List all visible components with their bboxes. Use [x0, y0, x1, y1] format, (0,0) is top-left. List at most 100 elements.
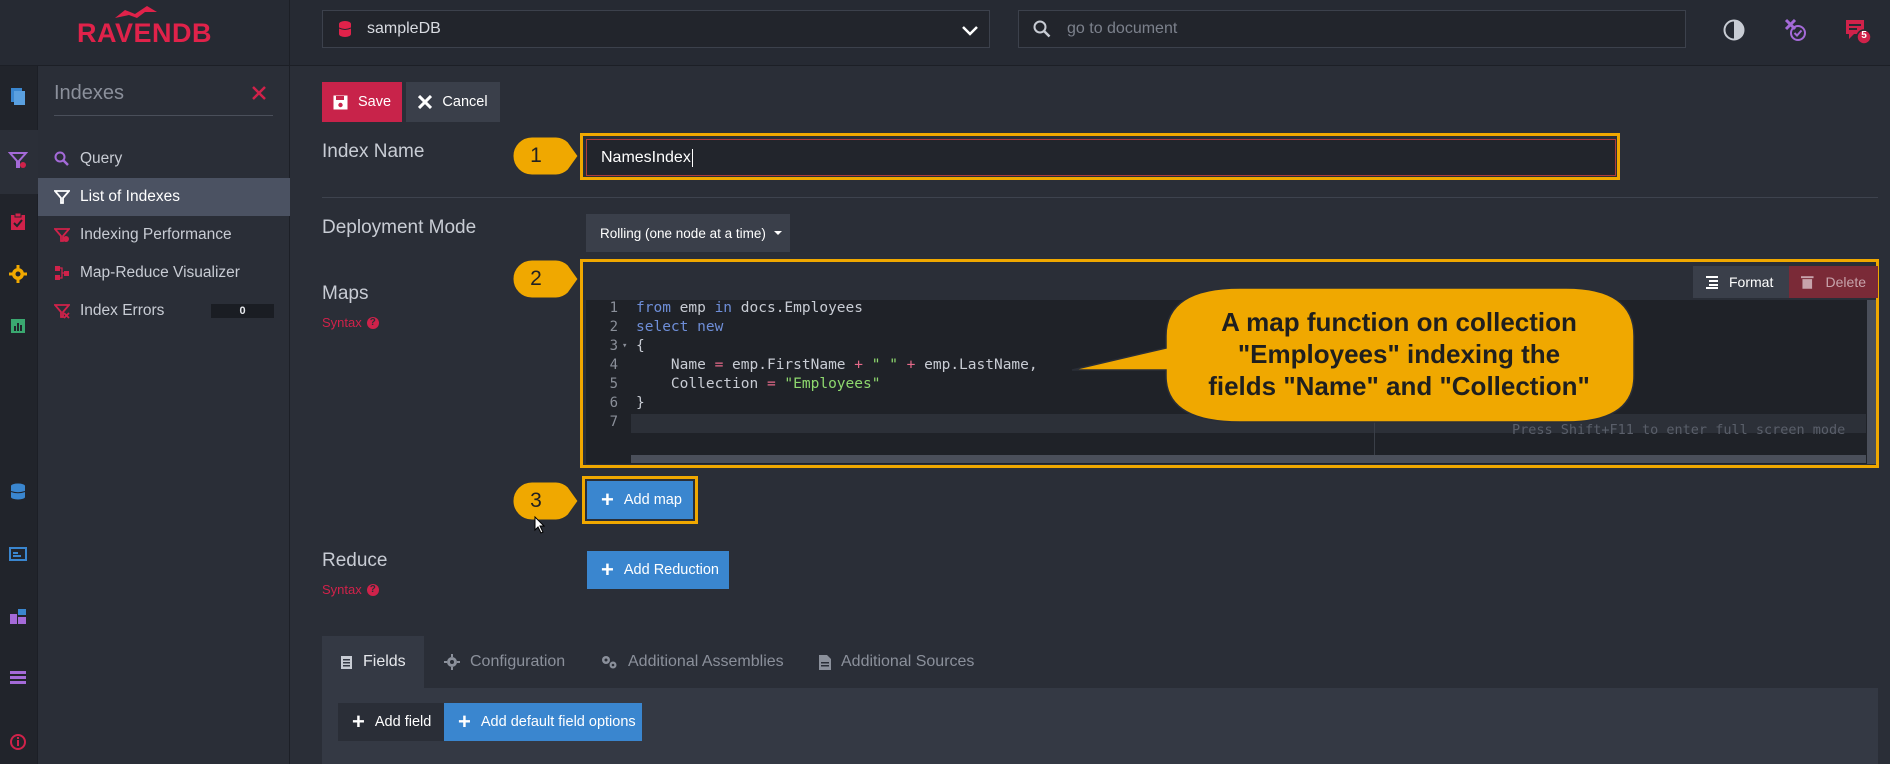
format-button[interactable]: Format: [1693, 266, 1789, 298]
callout-step-1: 1: [512, 136, 578, 176]
plus-icon: +: [601, 557, 614, 582]
tab-label: Fields: [363, 653, 406, 670]
notifications-button[interactable]: 5: [1844, 17, 1872, 45]
add-default-field-options-button[interactable]: + Add default field options: [444, 703, 642, 741]
map-reduce-icon: [55, 266, 69, 280]
submenu-item-label: Query: [80, 150, 123, 167]
logo-text: RAVENDB: [76, 17, 212, 48]
index-name-value: NamesIndex: [601, 148, 691, 166]
mouse-pointer-icon: [534, 516, 546, 534]
cluster-icon[interactable]: [8, 606, 28, 626]
top-bar: RAVENDB sampleDB go to document: [0, 0, 1890, 66]
callout-bubble-text: A map function on collection "Employees"…: [1166, 306, 1632, 402]
line-number: 5: [609, 376, 618, 392]
bubble-line: fields "Name" and "Collection": [1208, 371, 1590, 401]
add-reduction-button[interactable]: + Add Reduction: [587, 551, 729, 589]
deployment-mode-dropdown[interactable]: Rolling (one node at a time): [586, 214, 790, 252]
index-name-input[interactable]: NamesIndex: [586, 139, 1616, 176]
submenu-divider: [54, 115, 273, 116]
save-button[interactable]: Save: [322, 82, 402, 122]
gears-icon: [602, 656, 617, 669]
horizontal-scrollbar[interactable]: [631, 455, 1866, 463]
search-icon: [54, 151, 69, 166]
list-icon: [341, 655, 352, 669]
deployment-mode-label: Deployment Mode: [322, 217, 477, 238]
code-line-5: Collection = "Employees": [636, 376, 881, 392]
highlight-map-editor: [580, 259, 1879, 468]
stats-icon[interactable]: [8, 316, 28, 336]
tab-label: Additional Assemblies: [628, 653, 784, 670]
add-field-button[interactable]: + Add field: [338, 703, 444, 741]
submenu-item-list-of-indexes[interactable]: List of Indexes: [38, 178, 290, 216]
reduce-syntax-link[interactable]: Syntax ?: [322, 582, 379, 597]
submenu-item-index-errors[interactable]: Index Errors 0: [38, 292, 290, 330]
plus-icon: +: [352, 709, 365, 734]
server-dashboard-icon[interactable]: [8, 544, 28, 564]
notification-icon: [1846, 20, 1872, 45]
add-map-label: Add map: [623, 492, 682, 508]
delete-map-button[interactable]: Delete: [1789, 266, 1878, 298]
fold-arrow-icon[interactable]: ▾: [622, 341, 628, 351]
about-info-icon[interactable]: [8, 732, 28, 752]
submenu-item-label: Index Errors: [80, 302, 165, 319]
text-cursor: [691, 148, 693, 167]
caret-down-icon: [773, 231, 782, 235]
index-settings-tabs: [322, 636, 1878, 688]
manage-server-icon[interactable]: [8, 668, 28, 688]
code-line-2: select new: [636, 319, 724, 335]
tab-configuration[interactable]: Configuration: [426, 636, 583, 688]
submenu-item-query[interactable]: Query: [38, 140, 290, 178]
maps-syntax-link[interactable]: Syntax ?: [322, 315, 379, 330]
editor-gutter: 1 2 3 ▾ 4 5 6 7: [586, 300, 631, 464]
tab-additional-assemblies[interactable]: Additional Assemblies: [582, 636, 802, 688]
add-field-label: Add field: [374, 714, 432, 730]
save-icon: [333, 95, 348, 109]
fullscreen-hint: Press Shift+F11 to enter full screen mod…: [1512, 422, 1846, 438]
indexes-submenu: Indexes Query List of Indexes Indexing P…: [38, 66, 290, 764]
documents-icon[interactable]: [8, 86, 28, 106]
submenu-title: Indexes: [54, 82, 125, 104]
file-icon: [819, 654, 831, 670]
submenu-item-label: Map-Reduce Visualizer: [80, 264, 240, 281]
tab-additional-sources[interactable]: Additional Sources: [801, 636, 992, 688]
submenu-item-map-reduce-visualizer[interactable]: Map-Reduce Visualizer: [38, 254, 290, 292]
code-line-1: from emp in docs.Employees: [636, 300, 863, 316]
help-icon: ?: [366, 583, 379, 596]
callout-speech-bubble: [1071, 287, 1635, 423]
cancel-label: Cancel: [442, 94, 488, 110]
add-reduction-label: Add Reduction: [623, 562, 719, 578]
vertical-scrollbar[interactable]: [1867, 300, 1876, 464]
submenu-item-indexing-performance[interactable]: Indexing Performance: [38, 216, 290, 254]
cancel-button[interactable]: Cancel: [406, 82, 500, 122]
callout-number: 1: [530, 144, 542, 167]
line-number: 3: [609, 338, 618, 354]
logo-area[interactable]: RAVENDB: [0, 0, 290, 66]
syntax-label: Syntax: [322, 582, 362, 597]
add-map-button[interactable]: + Add map: [587, 481, 693, 519]
cluster-status-icon[interactable]: [1782, 17, 1808, 43]
theme-toggle-icon[interactable]: [1721, 17, 1747, 43]
go-to-document-search[interactable]: go to document: [1018, 10, 1686, 48]
save-label: Save: [357, 94, 392, 110]
highlight-index-name: [580, 133, 1620, 180]
callout-number: 3: [530, 489, 542, 512]
tasks-icon[interactable]: [8, 212, 28, 232]
search-placeholder: go to document: [1067, 20, 1178, 37]
search-icon: [1033, 20, 1051, 38]
database-select[interactable]: sampleDB: [322, 10, 990, 48]
line-number: 1: [609, 300, 618, 316]
close-icon[interactable]: [251, 85, 267, 101]
trash-icon: [1801, 276, 1814, 289]
tab-fields[interactable]: Fields: [322, 636, 424, 688]
index-name-label: Index Name: [322, 141, 425, 162]
callout-marker-shape: [512, 259, 578, 299]
section-divider: [322, 197, 1878, 198]
settings-gear-icon[interactable]: [8, 264, 28, 284]
chevron-down-icon: [962, 26, 978, 36]
gear-icon: [444, 654, 460, 670]
callout-step-2: 2: [512, 259, 578, 299]
databases-icon[interactable]: [8, 482, 28, 502]
ravendb-logo[interactable]: RAVENDB: [76, 5, 212, 49]
help-icon: ?: [366, 316, 379, 329]
indexes-nav-icon[interactable]: [8, 150, 28, 170]
